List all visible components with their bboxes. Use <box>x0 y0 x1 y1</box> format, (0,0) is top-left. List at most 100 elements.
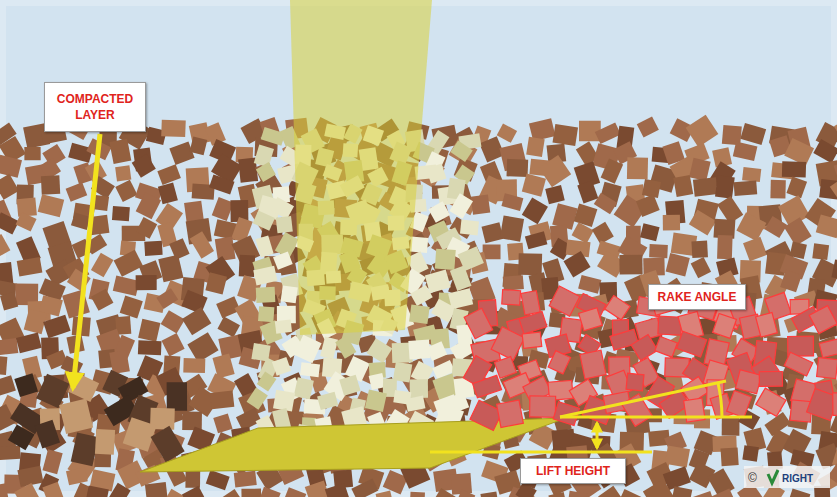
soil-particle <box>722 417 740 435</box>
soil-particle <box>136 217 157 239</box>
soil-particle <box>183 358 205 373</box>
disturbed-particle <box>428 201 450 222</box>
soil-particle <box>786 489 811 497</box>
soil-particle <box>66 467 88 485</box>
soil-particle <box>42 482 66 497</box>
soil-particle <box>41 175 60 194</box>
raked-particle <box>809 306 837 334</box>
disturbed-particle <box>450 141 472 162</box>
soil-particle <box>784 217 812 246</box>
soil-particle <box>132 154 156 178</box>
soil-particle <box>743 237 767 261</box>
soil-particle <box>0 483 9 497</box>
soil-particle <box>190 231 214 258</box>
soil-particle <box>720 447 738 466</box>
raked-particle <box>522 332 542 348</box>
soil-particle <box>158 255 183 283</box>
raked-particle <box>759 371 782 386</box>
soil-particle <box>578 275 601 294</box>
soil-particle <box>0 356 7 375</box>
soil-particle <box>503 275 524 291</box>
soil-particle <box>770 180 785 199</box>
soil-particle <box>190 136 208 155</box>
soil-particle <box>138 319 160 342</box>
soil-particle <box>834 118 837 145</box>
soil-particle <box>830 175 837 206</box>
soil-particles <box>0 115 837 497</box>
raked-particle <box>677 331 707 357</box>
soil-particle <box>42 449 62 474</box>
rake-line <box>560 381 726 417</box>
soil-particle <box>595 122 621 144</box>
soil-particle <box>66 182 88 201</box>
raked-particle <box>502 290 521 306</box>
soil-particle <box>158 183 178 205</box>
disturbed-particle <box>405 396 425 412</box>
disturbed-particle <box>272 357 291 376</box>
disturbed-particle <box>410 285 433 306</box>
soil-particle <box>432 488 461 497</box>
rake-arc <box>718 383 722 417</box>
soil-particle <box>740 123 766 145</box>
compacted-particle <box>14 373 38 397</box>
disturbed-particle <box>256 162 276 182</box>
soil-particle <box>816 214 837 238</box>
disturbed-particle <box>460 220 479 236</box>
soil-particle <box>812 243 829 260</box>
soil-particle <box>834 160 837 181</box>
soil-particle <box>376 491 395 497</box>
compacted-particle <box>167 382 188 411</box>
soil-particle <box>410 492 425 497</box>
soil-particle <box>627 157 648 179</box>
soil-particle <box>258 487 281 497</box>
disturbed-particle <box>294 377 314 399</box>
soil-particle <box>734 181 758 196</box>
soil-particle <box>813 139 837 163</box>
raked-particle <box>521 291 540 315</box>
raked-particle <box>549 286 580 316</box>
soil-particle <box>643 479 675 497</box>
soil-particle <box>786 176 807 198</box>
soil-particle <box>144 241 162 256</box>
soil-particle <box>515 482 536 497</box>
raked-particle <box>579 308 603 331</box>
disturbed-particle <box>409 305 430 324</box>
soil-particle <box>482 222 504 243</box>
soil-particle <box>666 253 690 276</box>
disturbed-particle <box>317 392 338 410</box>
lift-arrow <box>596 423 599 448</box>
soil-particle <box>690 491 716 497</box>
soil-particle <box>0 174 19 200</box>
compacted-layer <box>8 370 187 466</box>
soil-particle <box>351 478 378 497</box>
disturbed-particle <box>273 251 293 269</box>
disturbed-particle <box>425 270 451 294</box>
soil-particle <box>665 445 690 467</box>
soil-particle <box>114 250 143 277</box>
soil-particle <box>145 482 168 497</box>
compacted-particle <box>35 420 60 449</box>
disturbed-particle <box>247 388 268 410</box>
soil-particle <box>686 115 719 148</box>
soil-particle <box>0 292 18 311</box>
soil-particle <box>689 210 716 236</box>
disturbed-particle <box>320 337 338 360</box>
disturbed-particle <box>300 362 320 377</box>
tool-shank <box>290 0 432 335</box>
soil-particle <box>161 120 186 137</box>
soil-particle <box>213 413 232 433</box>
disturbed-particle <box>254 145 274 168</box>
soil-particle <box>497 123 517 142</box>
soil-particle <box>742 167 761 182</box>
disturbed-particle <box>450 266 472 291</box>
soil-particle <box>43 315 71 339</box>
soil-particle <box>209 175 234 195</box>
soil-particle <box>693 177 718 196</box>
soil-particle <box>182 307 211 335</box>
soil-particle <box>616 489 646 497</box>
raked-particle <box>819 338 837 358</box>
disturbed-particle <box>426 341 447 361</box>
callout-box: COMPACTED LAYER <box>44 82 146 132</box>
